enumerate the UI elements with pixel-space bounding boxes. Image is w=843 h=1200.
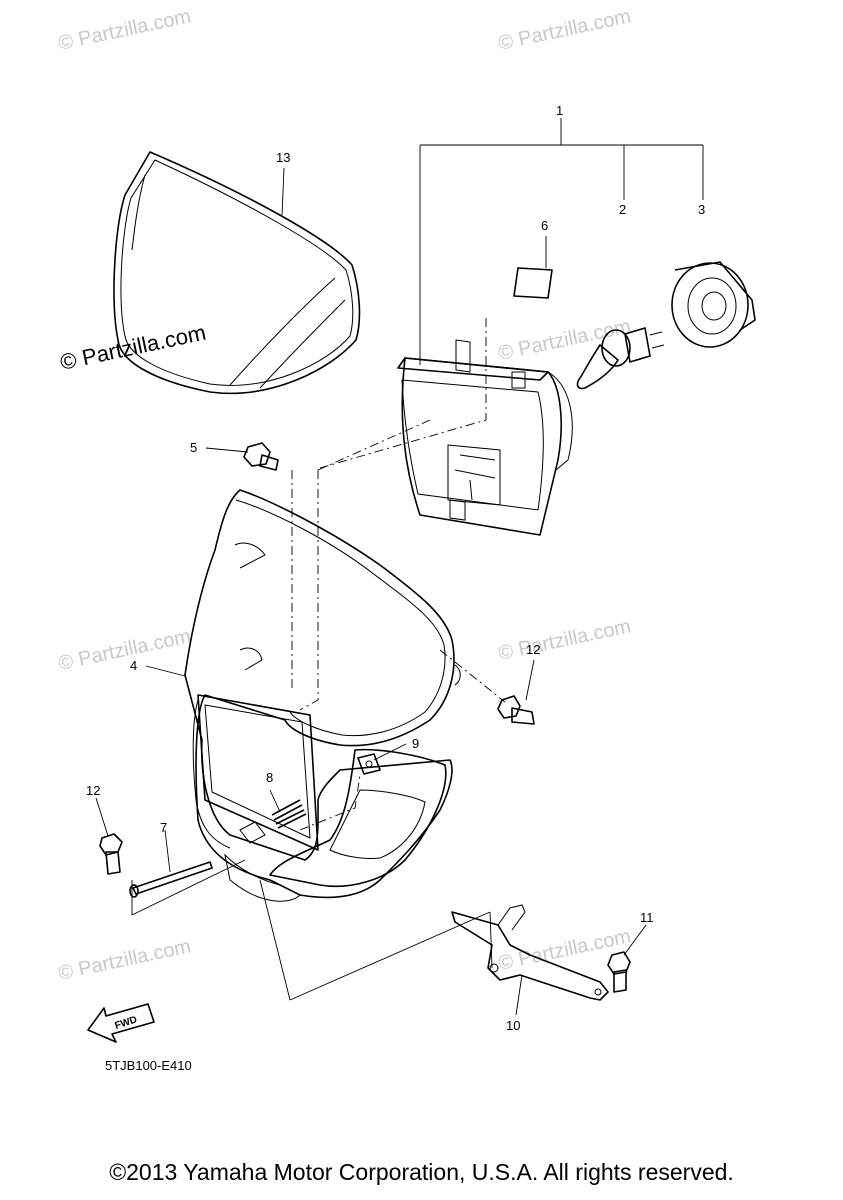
callout-labels: 1 2 3 4 5 6 7 8 9 10 11 12 12 13: [86, 103, 705, 1033]
callout-12: 12: [526, 642, 540, 657]
watermark: © Partzilla.com: [56, 935, 192, 985]
callout-4: 4: [130, 658, 137, 673]
watermark-main: © Partzilla.com: [58, 320, 208, 375]
callout-13: 13: [276, 150, 290, 165]
callout-7: 7: [160, 820, 167, 835]
nut-part: [357, 753, 381, 775]
bolt-part: [497, 695, 535, 725]
bolt-part: [99, 833, 123, 875]
bulb-part: [576, 327, 665, 390]
headlight-cowl-part: [184, 489, 461, 902]
headlight-unit: [397, 339, 573, 536]
callout-8: 8: [266, 770, 273, 785]
spring-part: [271, 799, 307, 829]
watermark: © Partzilla.com: [496, 5, 632, 55]
callout-3: 3: [698, 202, 705, 217]
callout-10: 10: [506, 1018, 520, 1033]
windscreen-part: [113, 151, 361, 394]
label-sticker-part: [513, 267, 553, 299]
watermark: © Partzilla.com: [56, 5, 192, 55]
watermark: © Partzilla.com: [496, 615, 632, 665]
assembly-lines: [131, 318, 506, 1001]
callout-2: 2: [619, 202, 626, 217]
bolt-part: [607, 951, 631, 993]
callout-6: 6: [541, 218, 548, 233]
callout-11: 11: [640, 910, 654, 925]
watermark: © Partzilla.com: [496, 315, 632, 365]
copyright-notice: ©2013 Yamaha Motor Corporation, U.S.A. A…: [109, 1159, 734, 1185]
watermark: © Partzilla.com: [496, 925, 632, 975]
watermark-layer: © Partzilla.com © Partzilla.com © Partzi…: [56, 5, 632, 985]
callout-leaders: [95, 167, 647, 1016]
fwd-arrow-icon: FWD: [87, 1003, 155, 1043]
long-bolt-part: [129, 861, 213, 898]
assembly-bracket: [419, 118, 704, 365]
callout-5: 5: [190, 440, 197, 455]
socket-cover-part: [671, 261, 756, 348]
callout-12: 12: [86, 783, 100, 798]
diagram-code: 5TJB100-E410: [105, 1058, 192, 1073]
callout-1: 1: [556, 103, 563, 118]
callout-9: 9: [412, 736, 419, 751]
bolt-part: [243, 442, 279, 471]
watermark: © Partzilla.com: [56, 625, 192, 675]
